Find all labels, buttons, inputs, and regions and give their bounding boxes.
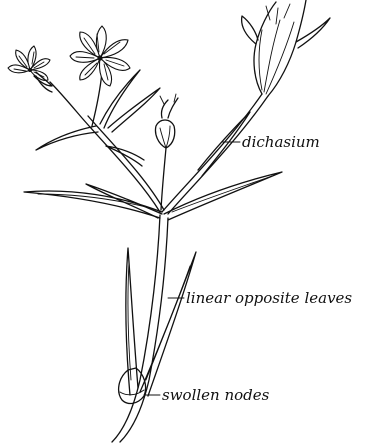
swollen-node xyxy=(119,368,146,403)
main-stem xyxy=(112,215,168,442)
leader-lines xyxy=(144,142,240,395)
label-dichasium: dichasium xyxy=(242,133,320,151)
node-leaf-right xyxy=(164,172,282,220)
branch-bracts xyxy=(36,70,160,166)
lower-leaf-left xyxy=(126,248,138,395)
label-swollen-nodes: swollen nodes xyxy=(162,386,270,404)
upper-right-capsule xyxy=(242,0,330,96)
flower-bud xyxy=(155,94,178,148)
lower-leaf-right xyxy=(140,252,196,396)
open-flower xyxy=(70,26,130,86)
label-linear-opposite-leaves: linear opposite leaves xyxy=(186,289,352,307)
